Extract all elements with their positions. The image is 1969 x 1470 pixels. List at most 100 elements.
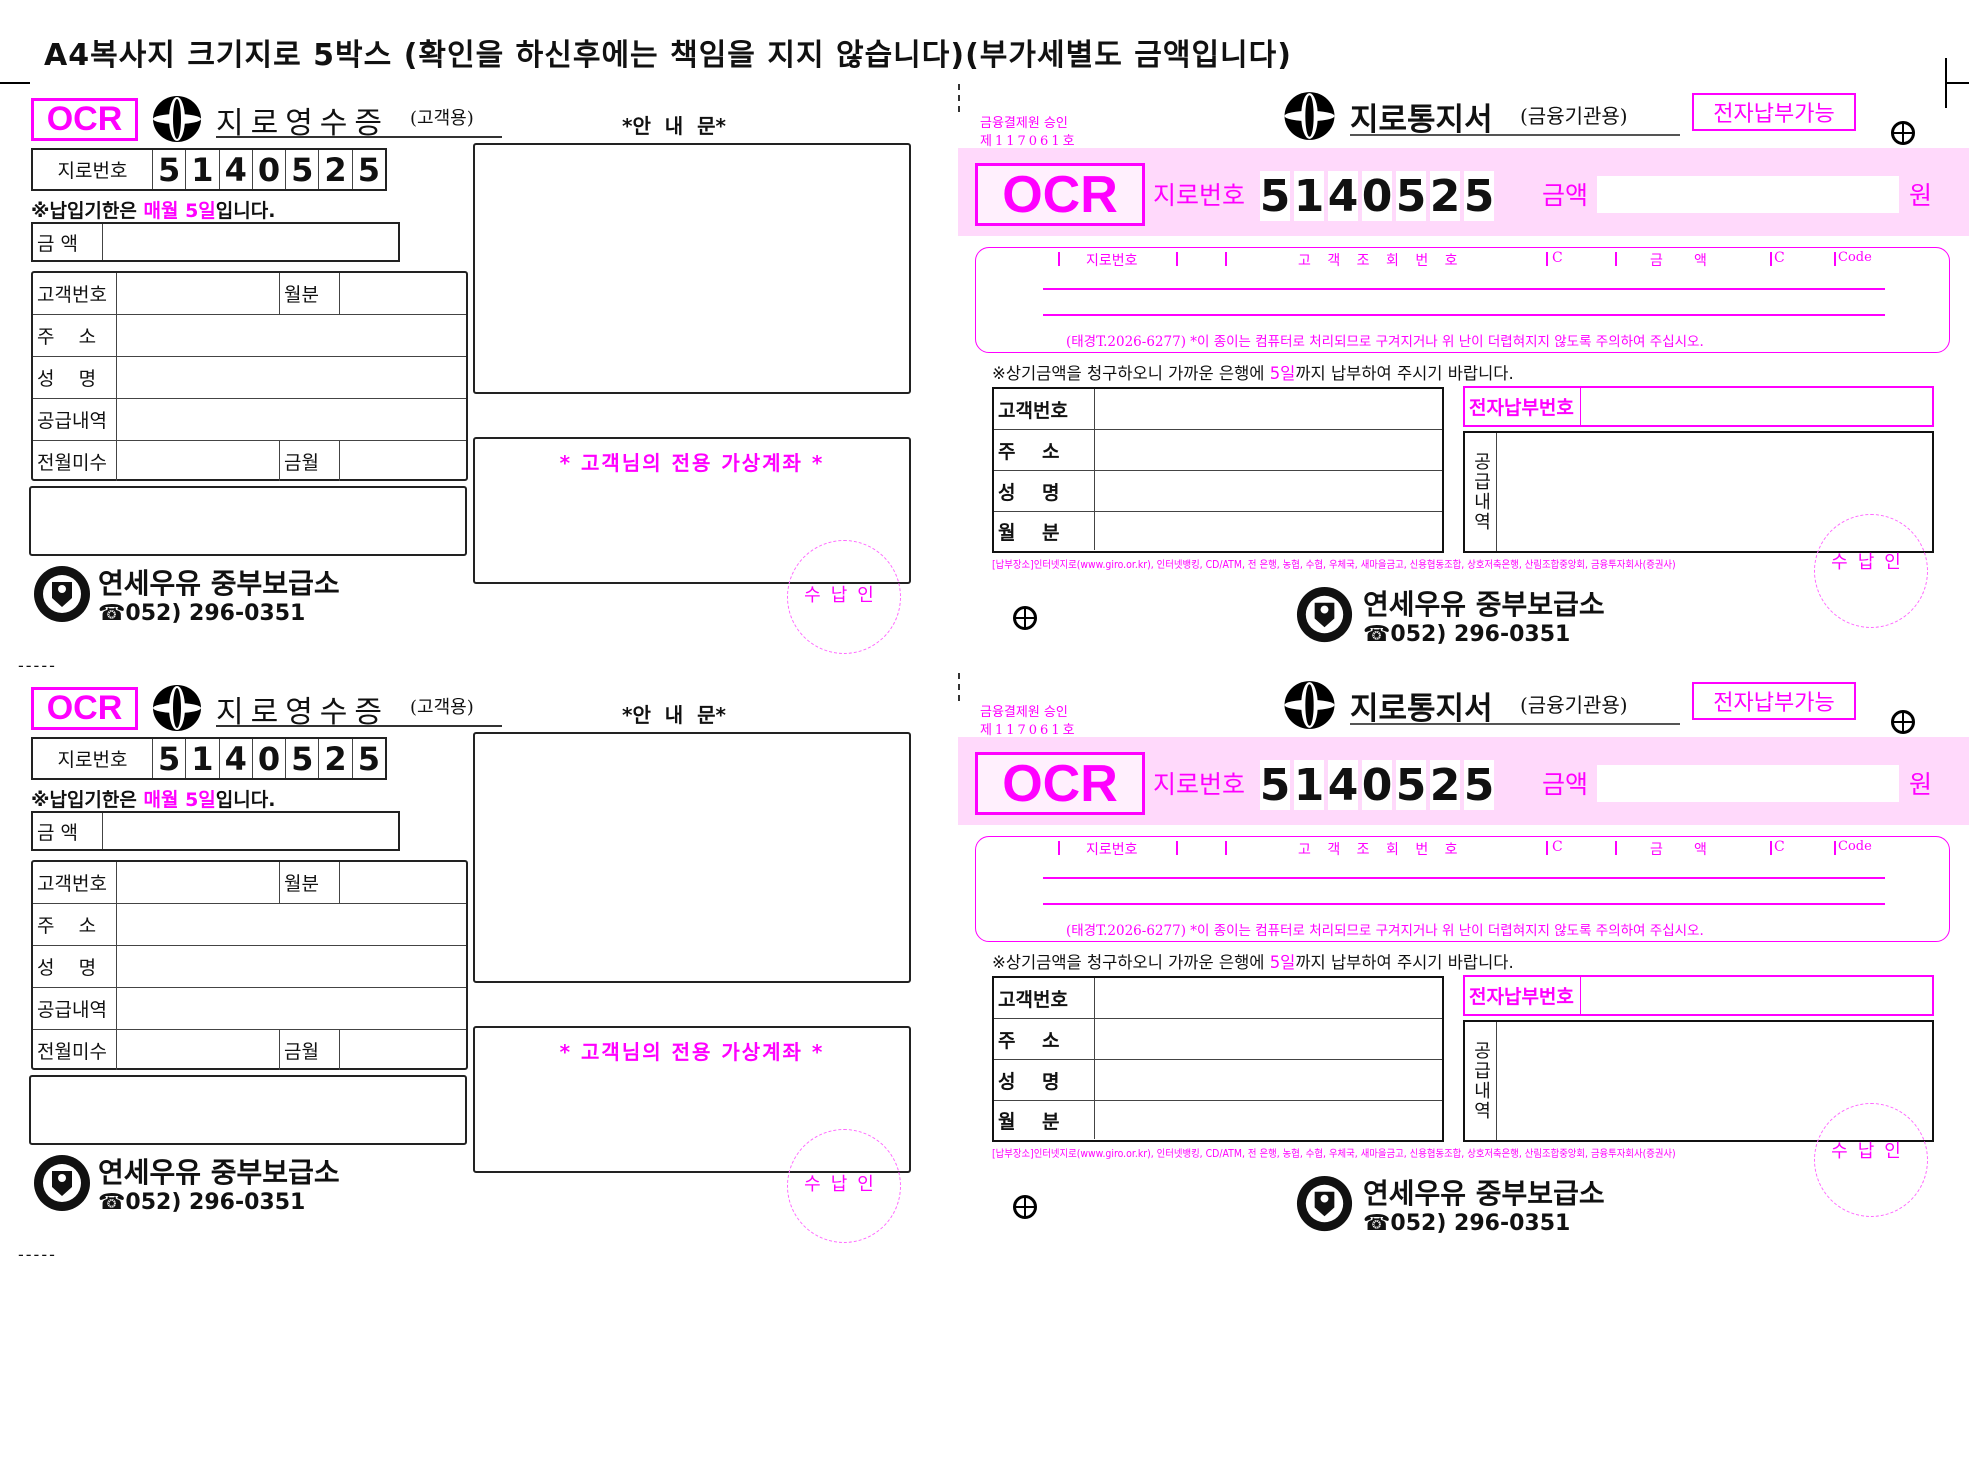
epay-number-box: 전자납부번호: [1463, 386, 1934, 427]
giro-digit: 1: [185, 150, 218, 189]
customer-no-field[interactable]: [1095, 389, 1442, 429]
name-field[interactable]: [117, 946, 466, 987]
notice-info-table: 고객번호 주 소 성 명 월 분: [992, 387, 1444, 553]
label-customer-no: 고객번호: [33, 862, 117, 903]
cut-line-vertical: [958, 673, 960, 701]
giro-digit: 2: [1429, 759, 1461, 811]
giro-digit: 5: [1259, 759, 1291, 811]
amount-field[interactable]: [1597, 176, 1899, 213]
ocr-line: [1043, 903, 1885, 905]
ocr-badge: OCR: [975, 752, 1145, 815]
university-seal-icon: [1296, 1175, 1353, 1232]
ocr-header-lookup: 고 객 조 회 번 호: [1298, 253, 1464, 269]
supply-field[interactable]: [117, 988, 466, 1029]
supply-field[interactable]: [117, 399, 466, 440]
registration-mark-icon: [1013, 606, 1037, 630]
supply-box: 공급내역: [1463, 431, 1934, 553]
ocr-header-amount: 금 액: [1650, 842, 1707, 858]
ocr-line: [1043, 877, 1885, 879]
memo-box[interactable]: [29, 1075, 467, 1145]
amount-label: 금액: [1542, 770, 1589, 799]
label-supply: 공급내역: [33, 399, 117, 440]
epay-number-label: 전자납부번호: [1465, 388, 1581, 425]
request-text: ※상기금액을 청구하오니 가까운 은행에: [992, 364, 1270, 383]
deadline-text: 입니다.: [215, 789, 276, 811]
this-month-field[interactable]: [340, 441, 466, 481]
amount-label: 금 액: [33, 813, 103, 849]
amount-field[interactable]: [1597, 765, 1899, 802]
memo-box[interactable]: [29, 486, 467, 556]
label-month: 월분: [280, 273, 340, 314]
label-prev-unpaid: 전월미수: [33, 441, 117, 481]
epay-number-field[interactable]: [1581, 977, 1932, 1014]
request-text: 까지 납부하여 주시기 바랍니다.: [1295, 364, 1514, 383]
address-field[interactable]: [117, 315, 466, 356]
giro-digit: 5: [1463, 759, 1495, 811]
amount-field[interactable]: [103, 224, 398, 260]
month-field[interactable]: [1095, 1101, 1442, 1139]
customer-no-field[interactable]: [117, 273, 280, 314]
giro-digit: 5: [1463, 170, 1495, 222]
ocr-badge: OCR: [31, 98, 138, 141]
giro-digit: 1: [185, 739, 218, 778]
notice-subtitle: (금융기관용): [1520, 693, 1628, 717]
customer-no-field[interactable]: [1095, 978, 1442, 1018]
name-field[interactable]: [1095, 471, 1442, 511]
company-phone: ☎052) 296-0351: [1363, 1211, 1571, 1236]
ocr-header-giro: 지로번호: [1086, 842, 1138, 858]
ocr-header-lookup: 고 객 조 회 번 호: [1298, 842, 1464, 858]
request-text: 까지 납부하여 주시기 바랍니다.: [1295, 953, 1514, 972]
address-field[interactable]: [1095, 430, 1442, 470]
request-text: ※상기금액을 청구하오니 가까운 은행에: [992, 953, 1270, 972]
giro-digit: 5: [158, 739, 181, 778]
giro-digit: 1: [1293, 759, 1325, 811]
address-field[interactable]: [117, 904, 466, 945]
amount-box: 금 액: [31, 222, 400, 262]
notice-title: *안 내 문*: [622, 703, 726, 727]
month-field[interactable]: [340, 862, 466, 903]
month-field[interactable]: [1095, 512, 1442, 550]
deadline-highlight: 매월 5일: [143, 789, 216, 811]
request-note: ※상기금액을 청구하오니 가까운 은행에 5일까지 납부하여 주시기 바랍니다.: [992, 360, 1514, 384]
title-underline: [216, 725, 502, 727]
deadline-highlight: 매월 5일: [143, 200, 216, 222]
giro-digit: 5: [1259, 170, 1291, 222]
notice-stamp: 수납인: [1814, 514, 1928, 628]
prev-unpaid-field[interactable]: [117, 1030, 280, 1070]
page-header-title: A4복사지 크기지로 5박스 (확인을 하신후에는 책임을 지지 않습니다)(부…: [44, 38, 1292, 73]
company-name: 연세우유 중부보급소: [98, 1156, 340, 1189]
epay-number-box: 전자납부번호: [1463, 975, 1934, 1016]
prev-unpaid-field[interactable]: [117, 441, 280, 481]
address-field[interactable]: [1095, 1019, 1442, 1059]
giro-number-label: 지로번호: [33, 739, 153, 778]
epay-number-field[interactable]: [1581, 388, 1932, 425]
receipt-title: 지로영수증: [216, 106, 389, 141]
company-phone: ☎052) 296-0351: [98, 601, 306, 626]
customer-no-field[interactable]: [117, 862, 280, 903]
giro-digit: 0: [1361, 170, 1393, 222]
amount-field[interactable]: [103, 813, 398, 849]
notice-title: 지로통지서: [1350, 102, 1493, 138]
cut-line: -----: [18, 1245, 57, 1264]
notice-subtitle: (금융기관용): [1520, 104, 1628, 128]
label-supply: 공급내역: [33, 988, 117, 1029]
deadline-text: ※납입기한은: [31, 200, 144, 222]
notice-info-table: 고객번호 주 소 성 명 월 분: [992, 976, 1444, 1142]
amount-box: 금 액: [31, 811, 400, 851]
month-field[interactable]: [340, 273, 466, 314]
name-field[interactable]: [117, 357, 466, 398]
epay-possible-badge: 전자납부가능: [1692, 93, 1856, 131]
label-address: 주 소: [994, 1019, 1095, 1059]
giro-number-label: 지로번호: [1153, 770, 1246, 799]
this-month-field[interactable]: [340, 1030, 466, 1070]
ocr-header-c2: C: [1774, 250, 1785, 266]
label-name: 성 명: [33, 357, 117, 398]
epay-number-label: 전자납부번호: [1465, 977, 1581, 1014]
notice-stamp: 수납인: [1814, 1103, 1928, 1217]
label-prev-unpaid: 전월미수: [33, 1030, 117, 1070]
registration-mark-icon: [1013, 1195, 1037, 1219]
giro-digit: 5: [1395, 759, 1427, 811]
name-field[interactable]: [1095, 1060, 1442, 1100]
